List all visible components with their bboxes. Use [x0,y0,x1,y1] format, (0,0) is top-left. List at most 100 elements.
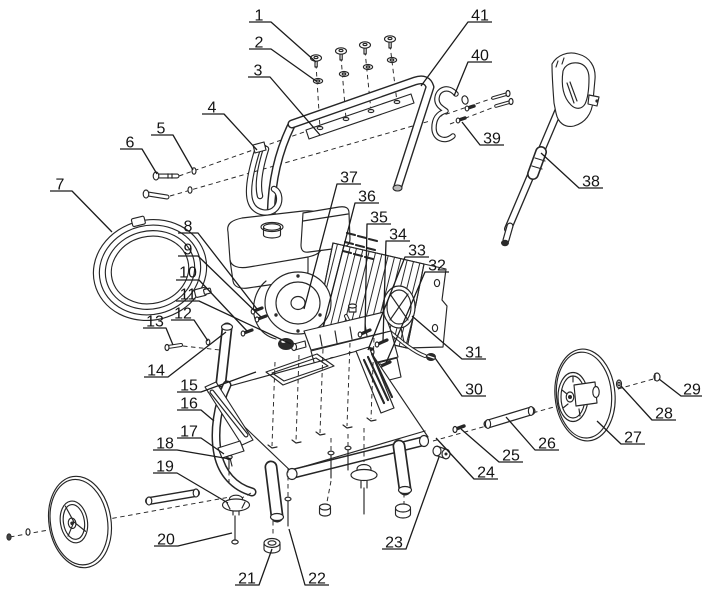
axle-washer [615,379,623,389]
callout-leader-2 [249,48,317,82]
callout-leader-15 [177,371,257,393]
callout-number-34: 34 [389,227,407,244]
callout-leader-1 [249,21,317,63]
hook-hardware [455,89,514,124]
callout-number-16: 16 [180,396,198,413]
axle-sleeve [452,406,536,434]
callout-leader-14 [144,331,227,378]
callout-number-38: 38 [582,174,600,191]
callout-leader-34 [382,240,410,342]
callout-number-22: 22 [308,571,326,588]
callout-number-36: 36 [358,189,376,206]
callout-leader-25 [460,428,523,463]
callout-number-32: 32 [428,258,446,275]
callout-number-4: 4 [208,100,217,117]
callout-leader-33 [367,256,429,351]
callout-number-25: 25 [502,448,520,465]
washer-icon [362,63,374,71]
callout-number-28: 28 [655,406,673,423]
callout-leader-29 [658,378,702,397]
callout-number-13: 13 [146,314,164,331]
caster-assembly [6,488,252,545]
callout-number-37: 37 [340,170,358,187]
callout-number-29: 29 [683,382,701,399]
bolt-icon [344,434,352,471]
callout-number-33: 33 [408,243,426,260]
callout-number-12: 12 [174,306,192,323]
callout-number-26: 26 [538,436,556,453]
callout-leader-23 [382,456,440,550]
callout-leader-37 [303,183,361,310]
callout-leader-32 [385,271,449,364]
screw-icon [334,47,348,61]
callout-leader-5 [151,134,194,171]
bolt-icon [284,468,292,527]
callout-number-1: 1 [255,8,264,25]
callout-leader-21 [235,548,273,586]
callout-number-39: 39 [483,131,501,148]
callout-leader-39 [461,121,504,146]
hose-hanger-hook [245,141,283,216]
callout-leader-3 [248,76,321,136]
s-hook [431,86,459,143]
callout-number-23: 23 [385,535,403,552]
gun-mount-screws [491,89,514,108]
callout-leader-7 [50,190,113,233]
bolt-icon [318,438,335,517]
callout-leader-13 [143,327,174,346]
callout-number-11: 11 [180,287,197,304]
callout-leader-6 [120,148,158,175]
callout-leader-36 [322,202,379,328]
callout-leader-26 [505,416,559,451]
washer-icon [312,77,324,85]
handle-screws-and-washers [309,35,398,85]
callout-number-7: 7 [56,177,65,194]
callout-number-9: 9 [184,242,193,259]
hose-guide-ring [382,285,416,343]
callout-leader-9 [178,255,262,318]
callout-number-5: 5 [157,121,166,138]
callout-leader-31 [411,315,486,360]
callout-number-41: 41 [471,8,489,25]
fuel-cap-icon [260,221,284,239]
callout-number-40: 40 [471,48,489,65]
right-wheel [554,348,661,442]
callout-number-21: 21 [238,571,256,588]
handle-mount-tube [215,322,234,388]
screw-icon [309,54,323,68]
callout-number-18: 18 [156,436,174,453]
callout-leader-17 [177,437,225,455]
callout-number-20: 20 [157,532,175,549]
callout-number-14: 14 [147,363,165,380]
callout-leader-28 [620,385,676,421]
left-wheel [47,475,113,569]
callout-leader-40 [453,61,492,97]
callout-number-15: 15 [180,378,198,395]
frame-feet-hardware [263,428,413,554]
callout-number-19: 19 [156,459,174,476]
foot-cap [394,503,412,519]
frame-deck [164,322,429,497]
callout-leader-16 [177,409,215,422]
spray-gun [501,52,600,247]
callout-leader-18 [153,449,231,460]
callout-leader-10 [176,279,248,332]
handle-panel-bracket [305,93,415,140]
callout-number-27: 27 [624,430,642,447]
callout-leader-22 [288,528,329,586]
callout-leader-24 [435,437,498,480]
panel-bolts [142,167,197,200]
callout-number-30: 30 [465,382,483,399]
screw-icon [383,35,397,49]
screw-icon [358,41,372,55]
callout-leader-12 [171,319,209,342]
callout-leader-35 [364,223,391,334]
slotted-brace [204,381,254,446]
callout-leader-20 [154,532,233,547]
callout-leader-38 [540,152,603,189]
callout-number-10: 10 [179,265,197,282]
callout-leader-41 [420,21,492,87]
